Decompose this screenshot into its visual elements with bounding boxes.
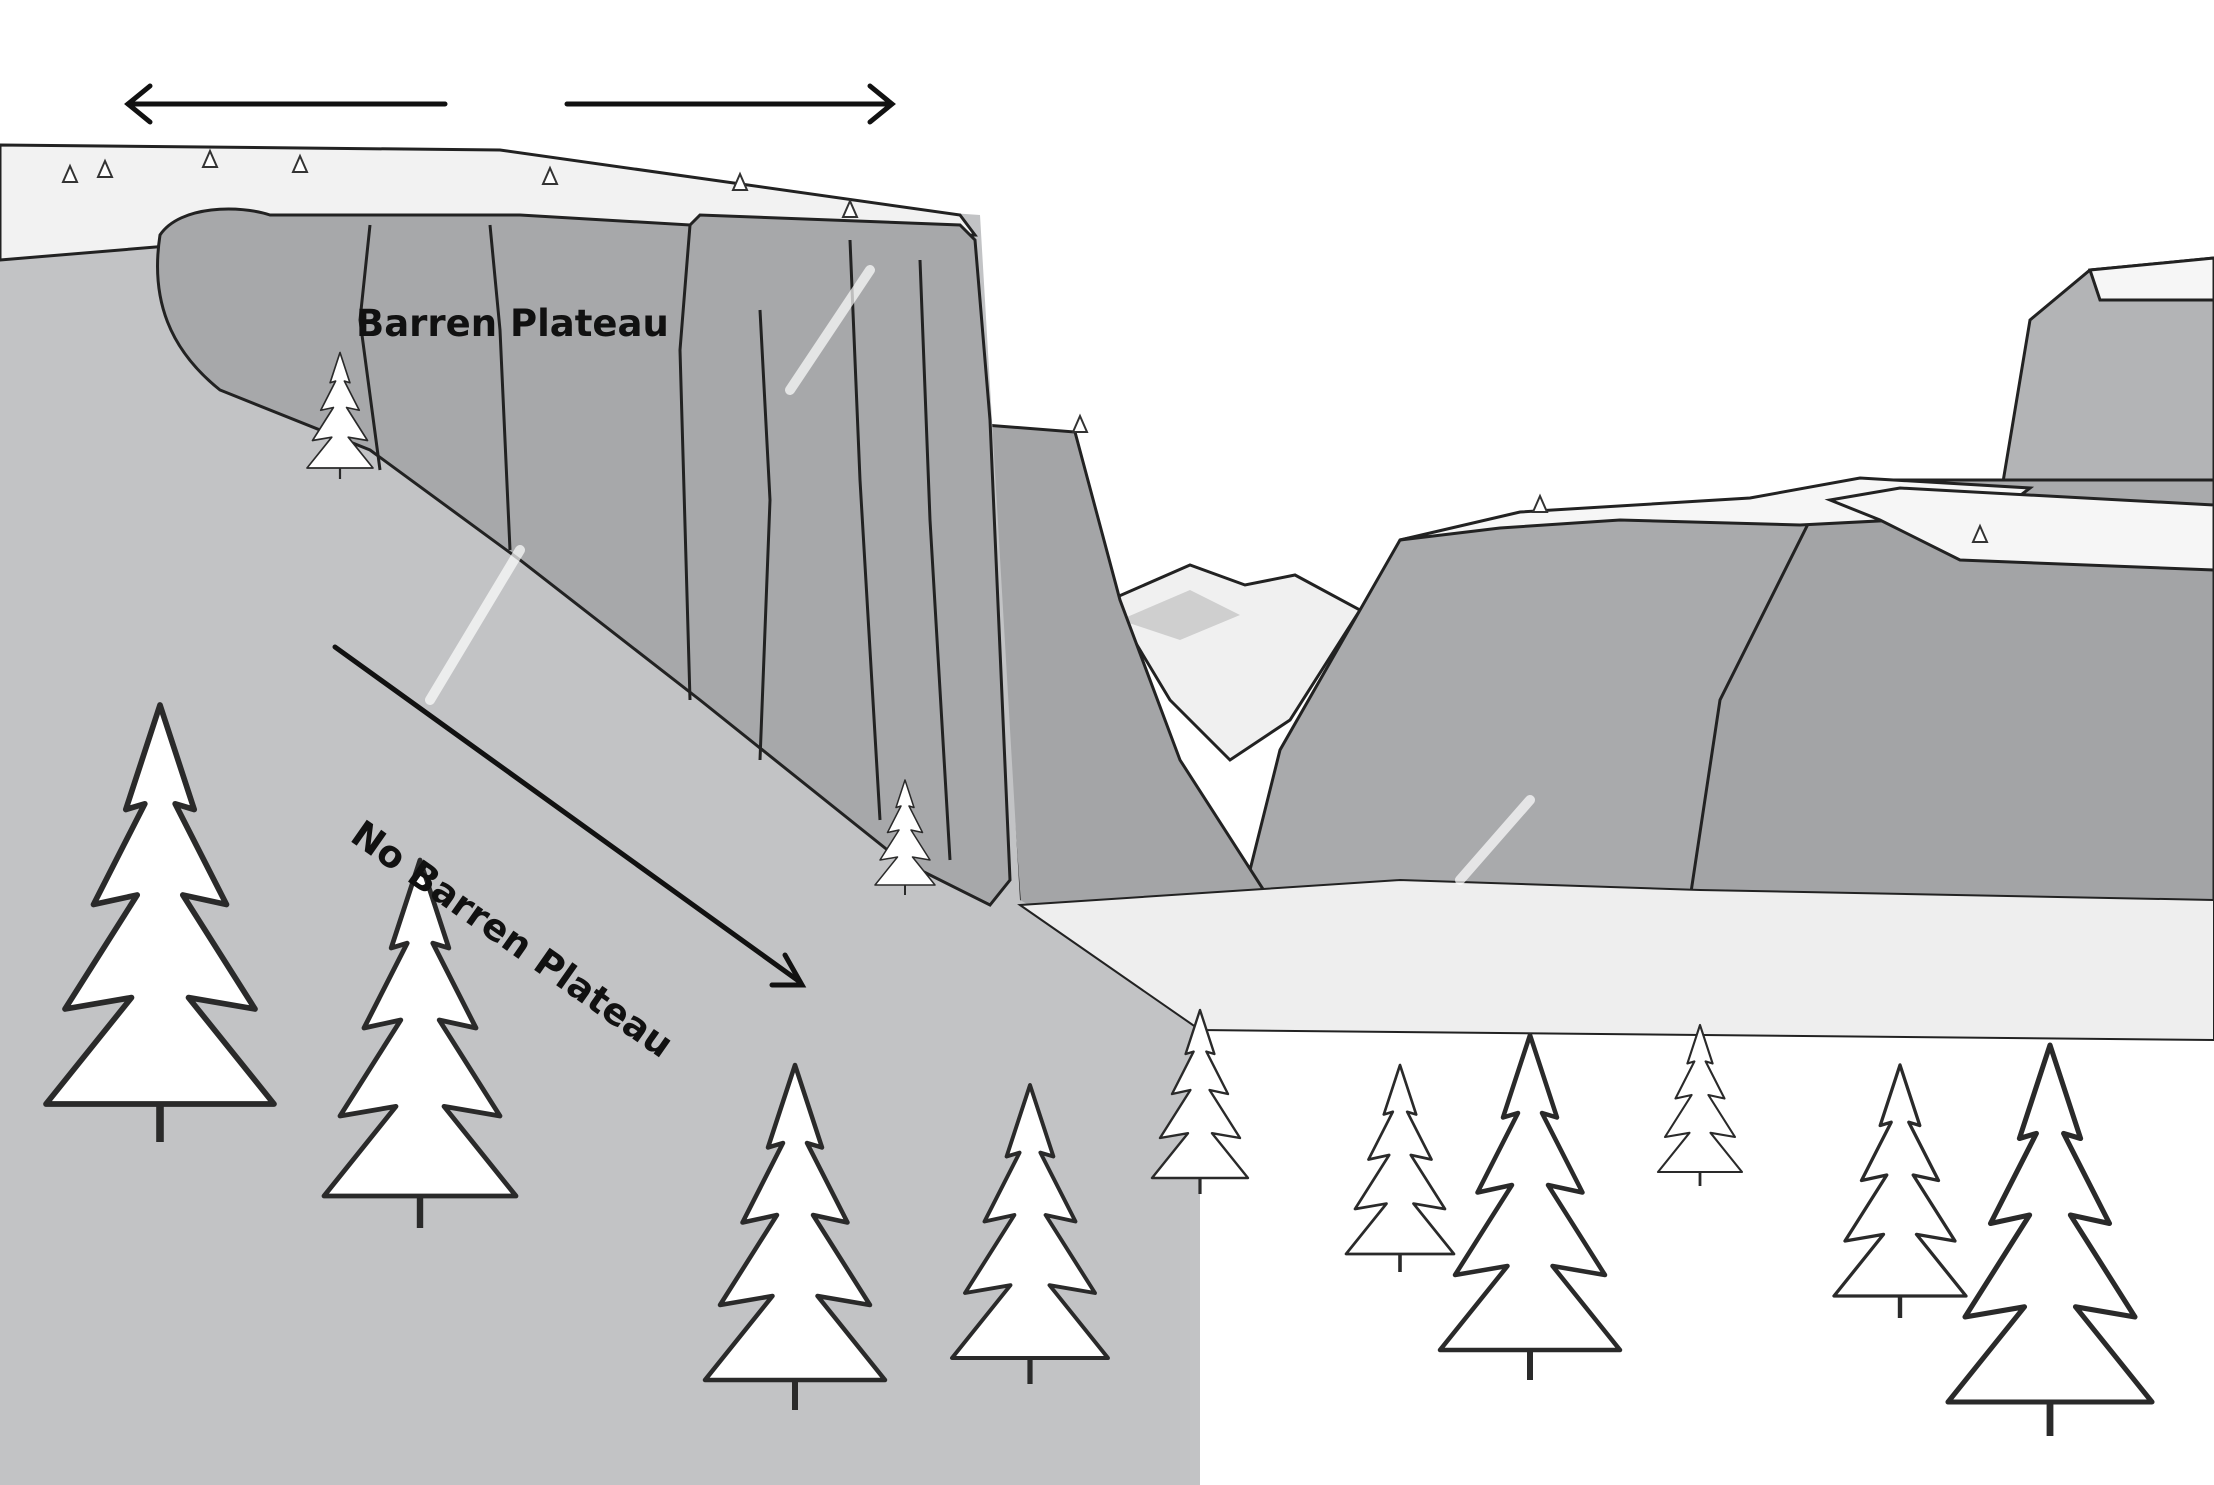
diagonal-arrow-icon: [332, 644, 807, 988]
barren-plateau-label: Barren Plateau: [356, 302, 669, 345]
right-arrow-icon: [564, 83, 896, 125]
left-arrow-icon: [124, 83, 448, 125]
